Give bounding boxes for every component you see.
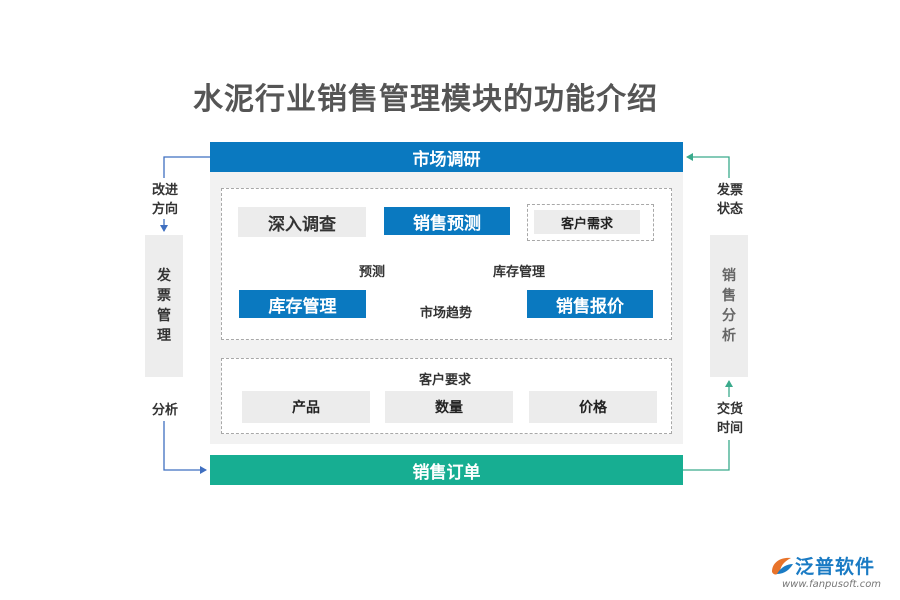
market-research-bar: 市场调研: [210, 142, 683, 172]
quantity-box: 数量: [385, 391, 513, 423]
left-bottom-connector: [163, 421, 207, 474]
forecast-label: 预测: [359, 265, 386, 280]
deep-survey-box: 深入调查: [238, 207, 366, 237]
fanpu-logo-icon: [772, 557, 793, 575]
sales-forecast-box: 销售预测: [384, 207, 510, 235]
market-trend-label: 市场趋势: [420, 306, 473, 321]
delivery-time-label: 交货 时间: [716, 402, 743, 436]
invoice-management-box: 发 票 管 理: [145, 235, 183, 377]
sales-order-bar: 销售订单: [210, 455, 683, 485]
left-top-connector: [163, 156, 210, 178]
price-box: 价格: [529, 391, 657, 423]
inventory-management-box: 库存管理: [239, 290, 366, 318]
product-box: 产品: [242, 391, 370, 423]
logo-name: 泛普软件: [795, 556, 876, 578]
right-bottom-connector: [683, 440, 730, 471]
sales-quote-box: 销售报价: [527, 290, 653, 318]
analysis-label: 分析: [151, 403, 178, 418]
invoice-status-label: 发票 状态: [716, 183, 743, 217]
right-top-connector: [686, 153, 730, 178]
logo-url: www.fanpusoft.com: [782, 579, 882, 590]
inventory-label: 库存管理: [493, 265, 546, 280]
improve-direction-label: 改进 方向: [151, 183, 178, 217]
page-title: 水泥行业销售管理模块的功能介绍: [193, 82, 658, 117]
customer-requirements-label: 客户要求: [419, 373, 472, 388]
sales-analysis-box: 销 售 分 析: [710, 235, 748, 377]
customer-demand-box: 客户需求: [534, 210, 640, 234]
